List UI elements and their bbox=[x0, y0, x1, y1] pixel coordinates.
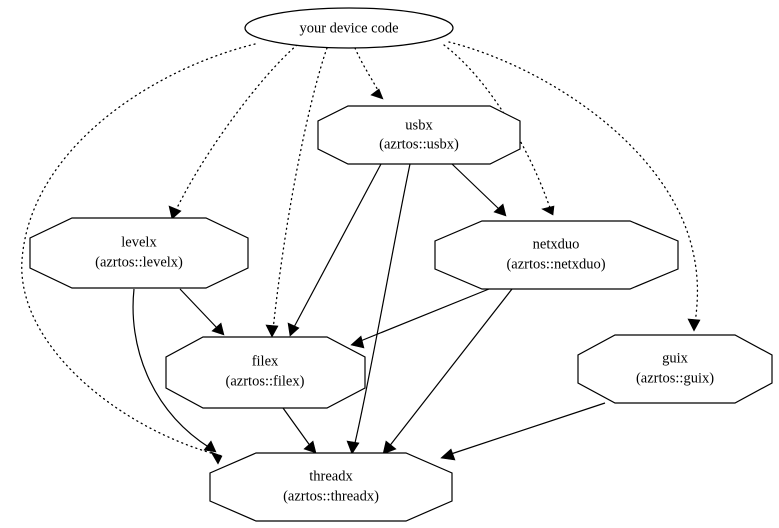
edge-group-solid bbox=[132, 163, 606, 461]
node-guix[interactable]: guix (azrtos::guix) bbox=[577, 334, 773, 404]
node-label-threadx-line1: threadx bbox=[309, 468, 353, 484]
edge-netxduo-filex bbox=[350, 288, 490, 349]
edge-device-netxduo bbox=[443, 44, 555, 216]
node-label-filex-line2: (azrtos::filex) bbox=[226, 373, 305, 389]
node-label-usbx-line1: usbx bbox=[405, 117, 433, 133]
edge-device-levelx bbox=[168, 44, 298, 220]
node-label-netxduo-line1: netxduo bbox=[533, 236, 580, 252]
node-label-usbx-line2: (azrtos::usbx) bbox=[379, 136, 459, 152]
node-shape-octagon bbox=[165, 336, 366, 409]
edge-device-guix bbox=[448, 41, 701, 332]
node-shape-octagon bbox=[209, 452, 453, 522]
edge-usbx-filex bbox=[287, 163, 382, 337]
node-netxduo[interactable]: netxduo (azrtos::netxduo) bbox=[434, 220, 679, 290]
edge-netxduo-threadx bbox=[382, 288, 513, 455]
node-shape-octagon bbox=[434, 220, 679, 290]
edge-levelx-filex bbox=[179, 288, 225, 336]
edge-device-threadx bbox=[21, 43, 256, 465]
node-levelx[interactable]: levelx (azrtos::levelx) bbox=[29, 217, 249, 289]
node-your-device-code[interactable]: your device code bbox=[244, 7, 454, 49]
node-label-levelx-line2: (azrtos::levelx) bbox=[95, 254, 183, 270]
edge-device-filex bbox=[265, 47, 328, 338]
edge-usbx-threadx bbox=[346, 163, 411, 455]
node-shape-octagon bbox=[29, 217, 249, 289]
node-shape-ellipse bbox=[244, 7, 454, 49]
edge-usbx-netxduo bbox=[451, 163, 507, 217]
node-label-levelx-line1: levelx bbox=[121, 234, 157, 250]
node-label-guix-line1: guix bbox=[662, 350, 689, 366]
node-filex[interactable]: filex (azrtos::filex) bbox=[165, 336, 366, 409]
edge-filex-threadx bbox=[282, 407, 317, 454]
node-shape-octagon bbox=[317, 105, 521, 165]
node-label-threadx-line2: (azrtos::threadx) bbox=[283, 488, 379, 504]
node-usbx[interactable]: usbx (azrtos::usbx) bbox=[317, 105, 521, 165]
node-threadx[interactable]: threadx (azrtos::threadx) bbox=[209, 452, 453, 522]
edge-levelx-threadx bbox=[132, 288, 217, 453]
node-label-filex-line1: filex bbox=[252, 353, 279, 369]
node-label-device-line1: your device code bbox=[299, 20, 398, 36]
node-label-netxduo-line2: (azrtos::netxduo) bbox=[506, 256, 605, 272]
edge-guix-threadx bbox=[440, 402, 606, 461]
edge-device-usbx bbox=[354, 47, 384, 100]
node-label-guix-line2: (azrtos::guix) bbox=[636, 370, 714, 386]
edge-group-dotted bbox=[21, 41, 701, 465]
node-shape-octagon bbox=[577, 334, 773, 404]
